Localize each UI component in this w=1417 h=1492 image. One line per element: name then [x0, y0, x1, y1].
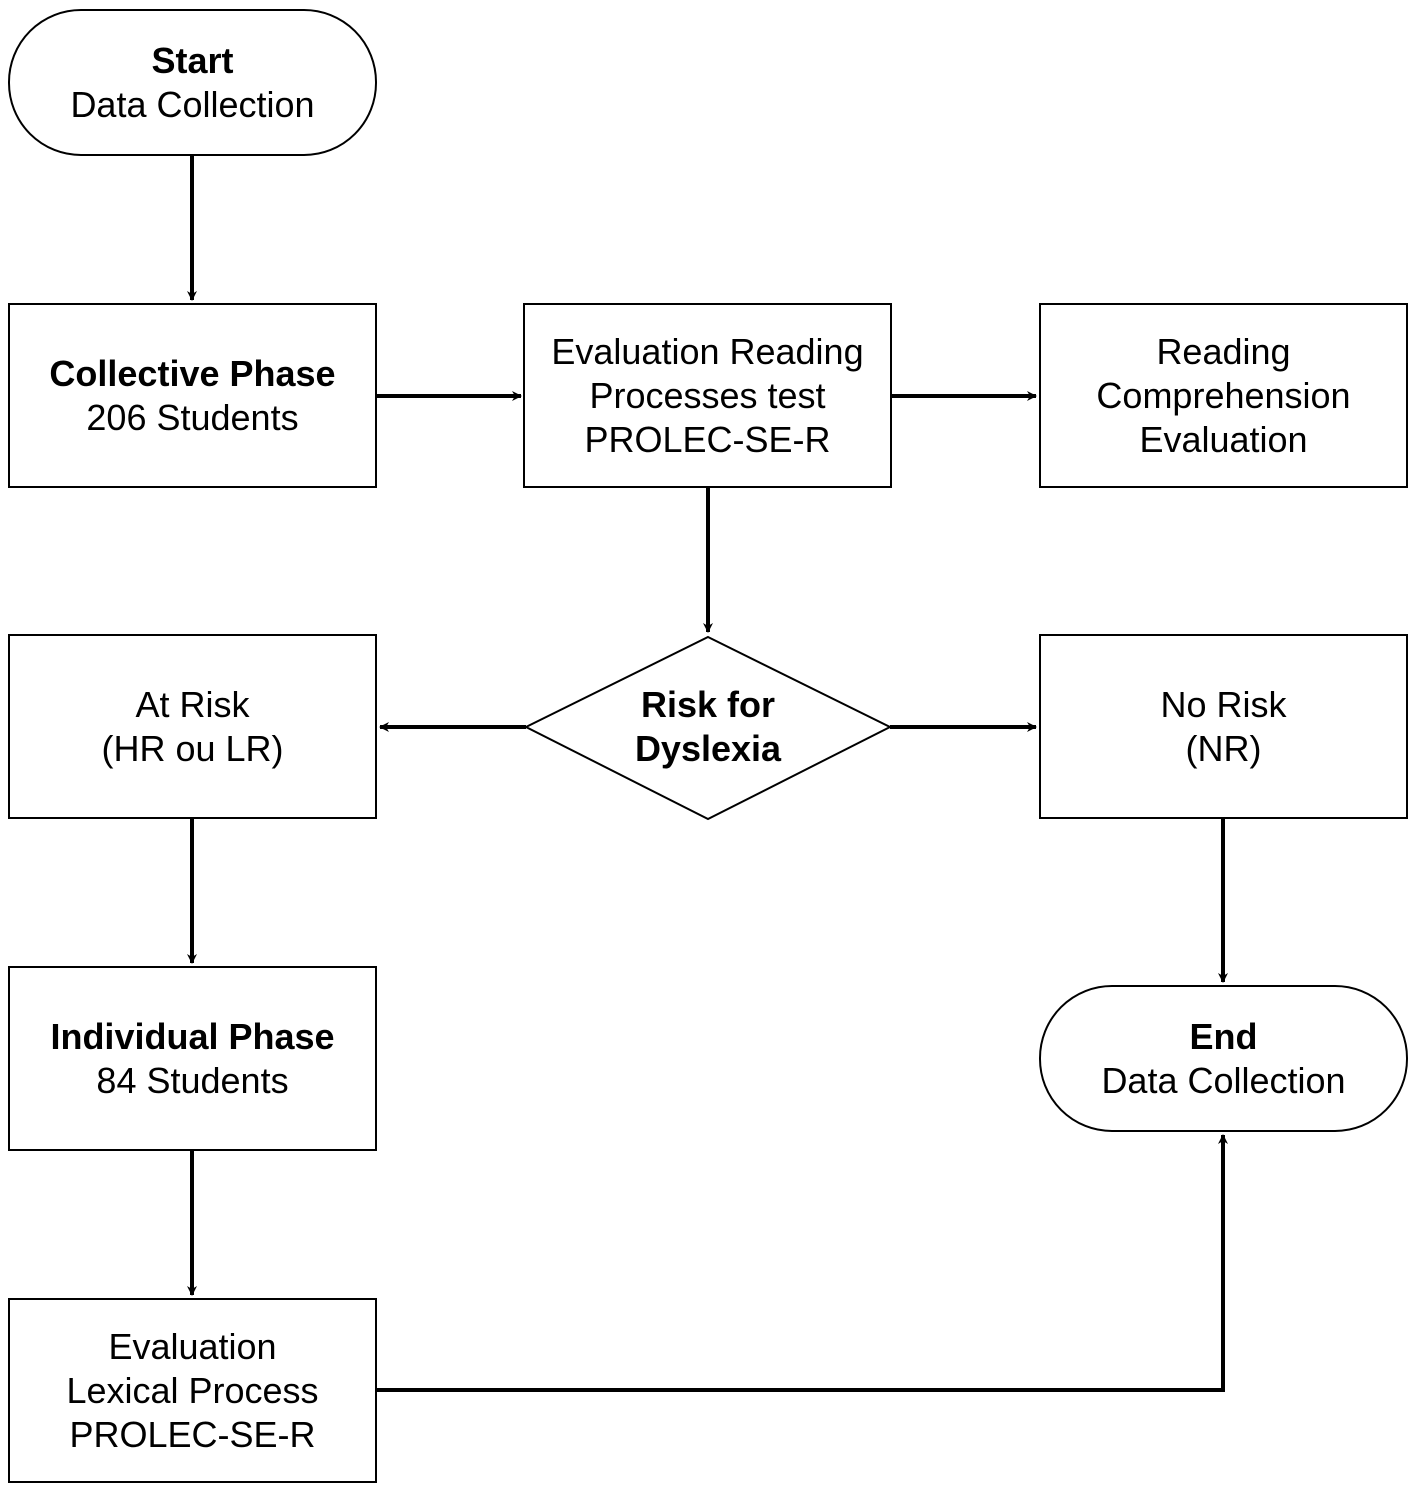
- risk-decision-label: Risk for Dyslexia: [560, 680, 856, 774]
- evaluation-lexical-line2: Lexical Process: [66, 1369, 319, 1411]
- collective-phase-title: Collective Phase: [49, 352, 336, 394]
- risk-decision-line2: Dyslexia: [634, 728, 782, 769]
- evaluation-lexical-line3: PROLEC-SE-R: [69, 1413, 316, 1455]
- evaluation-lexical-node: Evaluation Lexical Process PROLEC-SE-R: [8, 1298, 377, 1483]
- at-risk-node: At Risk (HR ou LR): [8, 634, 377, 819]
- individual-phase-count: 84 Students: [96, 1059, 289, 1101]
- decision-diamond: [523, 635, 893, 821]
- reading-comprehension-node: Reading Comprehension Evaluation: [1039, 303, 1408, 488]
- reading-comprehension-line1: Reading: [1156, 330, 1291, 372]
- evaluation-reading-line1: Evaluation Reading: [551, 330, 864, 372]
- evaluation-reading-node: Evaluation Reading Processes test PROLEC…: [523, 303, 892, 488]
- at-risk-line2: (HR ou LR): [101, 727, 284, 769]
- evaluation-lexical-line1: Evaluation: [108, 1325, 277, 1367]
- at-risk-line1: At Risk: [135, 683, 250, 725]
- no-risk-line2: (NR): [1185, 727, 1262, 769]
- end-title: End: [1189, 1015, 1258, 1057]
- start-node: Start Data Collection: [8, 9, 377, 156]
- risk-decision-line1: Risk for: [640, 684, 776, 725]
- collective-phase-node: Collective Phase 206 Students: [8, 303, 377, 488]
- no-risk-node: No Risk (NR): [1039, 634, 1408, 819]
- individual-phase-node: Individual Phase 84 Students: [8, 966, 377, 1151]
- evaluation-reading-line2: Processes test: [589, 374, 826, 416]
- individual-phase-title: Individual Phase: [50, 1015, 335, 1057]
- evaluation-reading-line3: PROLEC-SE-R: [584, 418, 831, 460]
- reading-comprehension-line2: Comprehension: [1096, 374, 1351, 416]
- start-subtitle: Data Collection: [70, 83, 315, 125]
- end-node: End Data Collection: [1039, 985, 1408, 1132]
- reading-comprehension-line3: Evaluation: [1139, 418, 1308, 460]
- edge-eval-lexical-to-end: [377, 1134, 1228, 1392]
- end-subtitle: Data Collection: [1101, 1059, 1346, 1101]
- no-risk-line1: No Risk: [1160, 683, 1287, 725]
- collective-phase-count: 206 Students: [86, 396, 299, 438]
- start-title: Start: [151, 39, 234, 81]
